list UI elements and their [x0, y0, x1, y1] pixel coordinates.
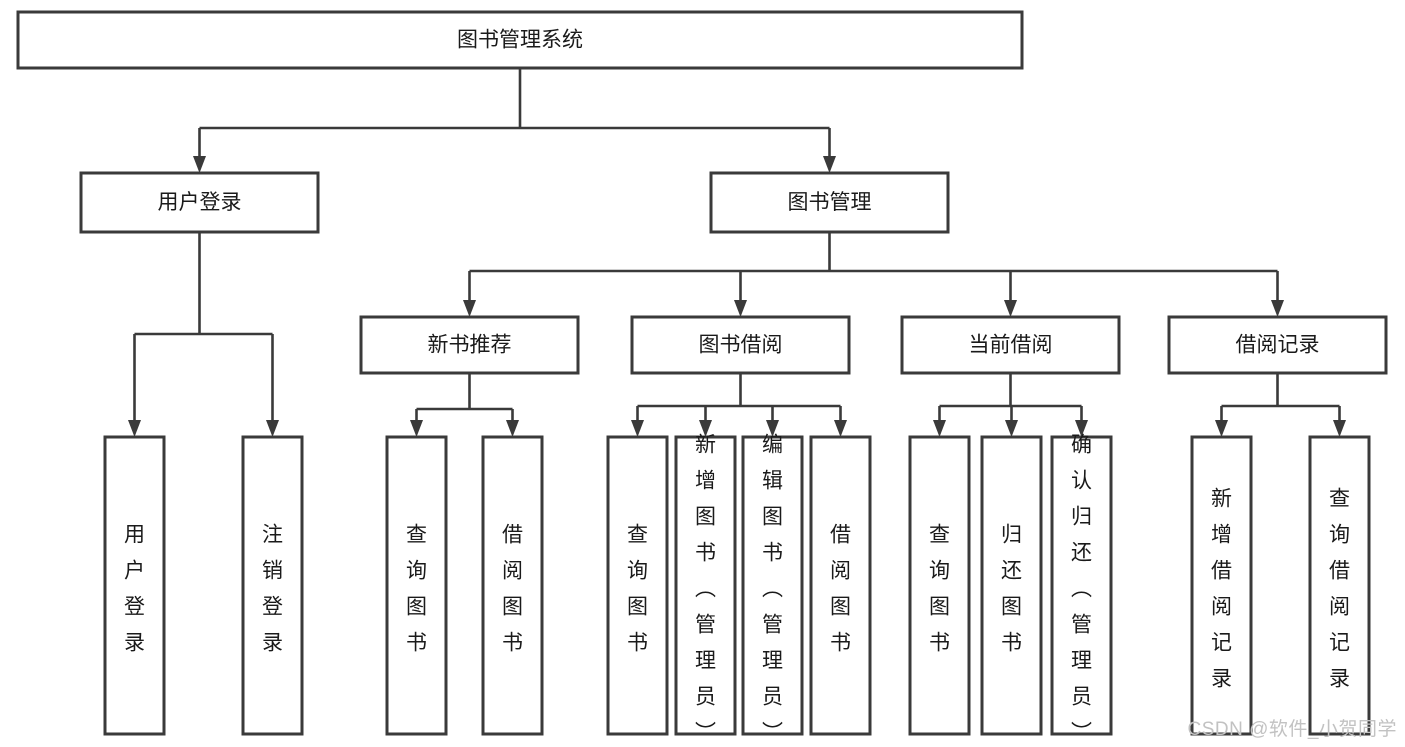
node-leaf-borrow-book-1[interactable]: 借阅图书 [481, 435, 544, 736]
node-box-leaf-query-book-1[interactable] [385, 435, 448, 736]
node-leaf-query-book-1[interactable]: 查询图书 [385, 435, 448, 736]
arrow-head-icon [1005, 420, 1018, 437]
node-leaf-confirm-return-admin[interactable]: 确认归还︵管理员︶ [1050, 434, 1113, 745]
node-box-leaf-query-book-3[interactable] [908, 435, 971, 736]
node-label-leaf-query-borrow-record: 查询借阅记录 [1329, 488, 1350, 691]
connector-group-root [193, 68, 836, 173]
arrow-head-icon [1271, 300, 1284, 317]
node-leaf-add-borrow-record[interactable]: 新增借阅记录 [1190, 435, 1253, 736]
node-label-user-login: 用户登录 [158, 191, 242, 214]
node-label-leaf-borrow-book-2: 借阅图书 [830, 524, 851, 655]
node-label-leaf-confirm-return-admin: 确认归还︵管理员︶ [1071, 434, 1092, 745]
node-box-leaf-user-login[interactable] [103, 435, 166, 736]
node-box-user-login[interactable] [79, 171, 320, 234]
node-label-leaf-query-book-1: 查询图书 [406, 524, 427, 655]
node-label-leaf-query-book-2: 查询图书 [627, 524, 648, 655]
node-label-current-borrow: 当前借阅 [969, 334, 1053, 357]
node-leaf-borrow-book-2[interactable]: 借阅图书 [809, 435, 872, 736]
node-box-leaf-borrow-book-2[interactable] [809, 435, 872, 736]
node-book-management[interactable]: 图书管理 [709, 171, 950, 234]
arrow-head-icon [734, 300, 747, 317]
arrow-head-icon [1075, 420, 1088, 437]
node-leaf-user-logout[interactable]: 注销登录 [241, 435, 304, 736]
connector-group-current-borrow [933, 373, 1088, 437]
arrow-head-icon [1333, 420, 1346, 437]
node-leaf-return-book[interactable]: 归还图书 [980, 435, 1043, 736]
arrow-head-icon [631, 420, 644, 437]
node-box-leaf-query-borrow-record[interactable] [1308, 435, 1371, 736]
node-layer: 图书管理系统用户登录图书管理新书推荐图书借阅当前借阅借阅记录用户登录注销登录查询… [16, 10, 1388, 745]
node-box-leaf-confirm-return-admin[interactable] [1050, 435, 1113, 736]
node-label-book-management: 图书管理 [788, 191, 872, 214]
node-box-leaf-borrow-book-1[interactable] [481, 435, 544, 736]
node-box-borrow-record[interactable] [1167, 315, 1388, 375]
node-box-leaf-add-book-admin[interactable] [674, 435, 737, 736]
arrow-head-icon [463, 300, 476, 317]
node-borrow-record[interactable]: 借阅记录 [1167, 315, 1388, 375]
node-label-leaf-borrow-book-1: 借阅图书 [502, 524, 523, 655]
arrow-head-icon [834, 420, 847, 437]
node-box-new-book-recommend[interactable] [359, 315, 580, 375]
connector-layer [128, 68, 1346, 437]
arrow-head-icon [699, 420, 712, 437]
connector-group-book-management [463, 232, 1284, 317]
node-box-root[interactable] [16, 10, 1024, 70]
node-box-book-borrow[interactable] [630, 315, 851, 375]
node-leaf-query-book-2[interactable]: 查询图书 [606, 435, 669, 736]
node-label-leaf-add-borrow-record: 新增借阅记录 [1211, 488, 1232, 691]
node-book-borrow[interactable]: 图书借阅 [630, 315, 851, 375]
csdn-watermark: CSDN @软件_小贺同学 [1187, 719, 1397, 740]
arrow-head-icon [1215, 420, 1228, 437]
arrow-head-icon [410, 420, 423, 437]
node-new-book-recommend[interactable]: 新书推荐 [359, 315, 580, 375]
node-label-book-borrow: 图书借阅 [699, 334, 783, 357]
connector-group-book-borrow [631, 373, 847, 437]
connector-group-new-book-recommend [410, 373, 519, 437]
node-label-leaf-add-book-admin: 新增图书︵管理员︶ [695, 434, 716, 745]
node-leaf-query-borrow-record[interactable]: 查询借阅记录 [1308, 435, 1371, 736]
node-box-leaf-edit-book-admin[interactable] [741, 435, 804, 736]
node-box-book-management[interactable] [709, 171, 950, 234]
arrow-head-icon [506, 420, 519, 437]
arrow-head-icon [933, 420, 946, 437]
node-user-login[interactable]: 用户登录 [79, 171, 320, 234]
node-root[interactable]: 图书管理系统 [16, 10, 1024, 70]
node-label-new-book-recommend: 新书推荐 [428, 334, 512, 357]
node-label-root: 图书管理系统 [457, 29, 583, 52]
connector-group-borrow-record [1215, 373, 1346, 437]
node-box-current-borrow[interactable] [900, 315, 1121, 375]
arrow-head-icon [766, 420, 779, 437]
node-leaf-edit-book-admin[interactable]: 编辑图书︵管理员︶ [741, 434, 804, 745]
node-leaf-query-book-3[interactable]: 查询图书 [908, 435, 971, 736]
node-label-leaf-user-logout: 注销登录 [262, 524, 283, 655]
arrow-head-icon [193, 156, 206, 173]
node-label-borrow-record: 借阅记录 [1236, 334, 1320, 357]
node-box-leaf-user-logout[interactable] [241, 435, 304, 736]
node-box-leaf-query-book-2[interactable] [606, 435, 669, 736]
node-leaf-add-book-admin[interactable]: 新增图书︵管理员︶ [674, 434, 737, 745]
node-box-leaf-return-book[interactable] [980, 435, 1043, 736]
node-label-leaf-query-book-3: 查询图书 [929, 524, 950, 655]
arrow-head-icon [1004, 300, 1017, 317]
node-current-borrow[interactable]: 当前借阅 [900, 315, 1121, 375]
arrow-head-icon [266, 420, 279, 437]
node-leaf-user-login[interactable]: 用户登录 [103, 435, 166, 736]
node-label-leaf-user-login: 用户登录 [124, 524, 145, 655]
arrow-head-icon [823, 156, 836, 173]
node-label-leaf-edit-book-admin: 编辑图书︵管理员︶ [762, 434, 783, 745]
node-box-leaf-add-borrow-record[interactable] [1190, 435, 1253, 736]
arrow-head-icon [128, 420, 141, 437]
node-label-leaf-return-book: 归还图书 [1001, 524, 1022, 655]
connector-group-user-login [128, 232, 279, 437]
